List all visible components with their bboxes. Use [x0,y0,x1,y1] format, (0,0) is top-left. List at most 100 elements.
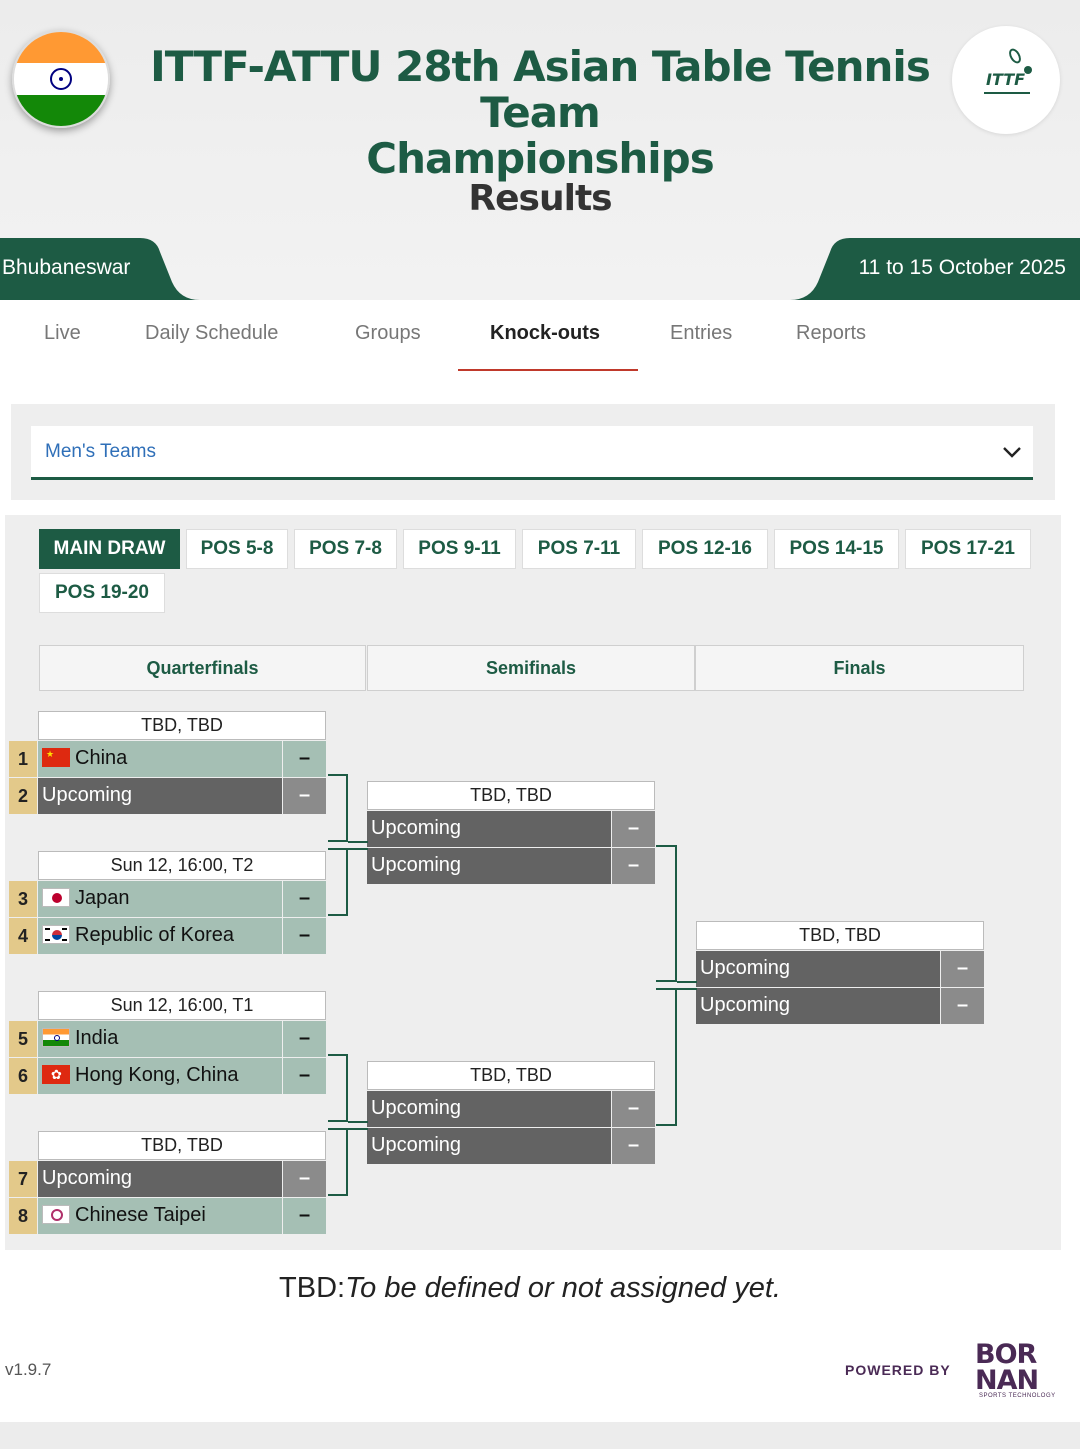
chinese-taipei-flag-icon [42,1205,70,1224]
qf-match-3[interactable]: Sun 12, 16:00, T1 5 India – 6 ✿ Hong Kong… [9,991,326,1094]
bracket-connector [328,1128,348,1196]
main-nav: Live Daily Schedule Groups Knock-outs En… [0,300,1080,380]
draw-tab-pos-12-16[interactable]: POS 12-16 [642,529,768,569]
team-row[interactable]: 2 Upcoming – [9,778,326,814]
match-header: TBD, TBD [367,1061,655,1090]
title-line-2: Championships [366,134,714,183]
team-name: Upcoming [38,1161,282,1197]
tab-groups[interactable]: Groups [355,322,421,344]
active-tab-underline [458,369,638,371]
seed-number: 7 [9,1161,37,1197]
score: – [283,881,326,917]
bracket-connector [677,981,697,983]
final-match[interactable]: TBD, TBD Upcoming – Upcoming – [696,921,984,1024]
seed-number: 8 [9,1198,37,1234]
tab-live[interactable]: Live [44,322,81,344]
team-row[interactable]: 4 Republic of Korea – [9,918,326,954]
paddle-icon [1006,46,1024,66]
tab-knock-outs[interactable]: Knock-outs [490,322,600,344]
team-row[interactable]: Upcoming – [696,951,984,987]
india-flag-icon [12,30,110,128]
seed-number: 2 [9,778,37,814]
draw-tab-pos-14-15[interactable]: POS 14-15 [774,529,899,569]
draw-tab-pos-7-8[interactable]: POS 7-8 [294,529,397,569]
team-name: Upcoming [696,988,940,1024]
score: – [941,988,984,1024]
team-name: India [75,1027,119,1049]
score: – [283,778,326,814]
match-header: TBD, TBD [38,711,326,740]
team-row[interactable]: 1 ★China – [9,741,326,777]
team-row[interactable]: Upcoming – [367,1128,655,1164]
bracket-connector [328,774,348,842]
team-row[interactable]: 5 India – [9,1021,326,1057]
team-row[interactable]: Upcoming – [367,1091,655,1127]
team-row[interactable]: 7 Upcoming – [9,1161,326,1197]
draw-tab-main-draw[interactable]: MAIN DRAW [39,529,180,569]
seed-number: 1 [9,741,37,777]
score: – [283,1058,326,1094]
tab-entries[interactable]: Entries [670,322,733,344]
score: – [283,1021,326,1057]
team-row[interactable]: Upcoming – [696,988,984,1024]
sf-match-1[interactable]: TBD, TBD Upcoming – Upcoming – [367,781,655,884]
qf-match-4[interactable]: TBD, TBD 7 Upcoming – 8 Chinese Taipei – [9,1131,326,1234]
team-row[interactable]: 6 ✿ Hong Kong, China – [9,1058,326,1094]
qf-match-2[interactable]: Sun 12, 16:00, T2 3 Japan – 4 Republic o… [9,851,326,954]
qf-match-1[interactable]: TBD, TBD 1 ★China – 2 Upcoming – [9,711,326,814]
japan-flag-icon [42,888,70,907]
event-select[interactable]: Men's Teams [31,426,1033,480]
seed-number: 6 [9,1058,37,1094]
team-name: China [75,747,128,769]
round-header-semifinals: Semifinals [367,645,695,691]
brand-line-2: NAN [975,1365,1039,1396]
ball-icon [1024,66,1032,74]
bracket-connector [328,1054,348,1122]
tab-reports[interactable]: Reports [796,322,867,344]
draw-tab-pos-7-11[interactable]: POS 7-11 [522,529,636,569]
sf-match-2[interactable]: TBD, TBD Upcoming – Upcoming – [367,1061,655,1164]
chevron-down-icon [1003,447,1021,458]
team-name: Upcoming [696,951,940,987]
draw-tab-pos-5-8[interactable]: POS 5-8 [186,529,288,569]
date-label: 11 to 15 October 2025 [858,256,1066,279]
bracket-connector [348,1121,368,1123]
draw-tab-pos-17-21[interactable]: POS 17-21 [905,529,1031,569]
team-name: Upcoming [367,848,611,884]
brand-subtitle: SPORTS TECHNOLOGY [979,1393,1056,1399]
team-name: Hong Kong, China [75,1064,239,1086]
page-title: ITTF-ATTU 28th Asian Table Tennis Team C… [120,44,960,182]
seed-number: 4 [9,918,37,954]
page-header: ITTF-ATTU 28th Asian Table Tennis Team C… [0,0,1080,300]
date-tab: 11 to 15 October 2025 [790,238,1080,300]
team-name: Republic of Korea [75,924,234,946]
score: – [612,1128,655,1164]
venue-label: Bhubaneswar [2,256,131,279]
bracket-connector [656,845,677,982]
bracket-connector [677,988,697,990]
event-select-value: Men's Teams [45,441,156,462]
score: – [283,1161,326,1197]
tbd-legend: TBD:To be defined or not assigned yet. [0,1272,1060,1305]
title-line-1: ITTF-ATTU 28th Asian Table Tennis Team [150,42,931,137]
ittf-logo-text: ITTF [986,70,1026,89]
draw-tab-pos-19-20[interactable]: POS 19-20 [39,573,165,613]
tab-daily-schedule[interactable]: Daily Schedule [145,322,279,344]
korea-flag-icon [42,925,70,944]
team-row[interactable]: 8 Chinese Taipei – [9,1198,326,1234]
bottom-strip [0,1422,1080,1449]
round-header-finals: Finals [695,645,1024,691]
score: – [283,741,326,777]
bornan-logo[interactable]: BOR NAN [975,1341,1039,1396]
match-header: Sun 12, 16:00, T1 [38,991,326,1020]
team-row[interactable]: Upcoming – [367,811,655,847]
team-row[interactable]: 3 Japan – [9,881,326,917]
event-select-panel: Men's Teams [11,404,1055,500]
draw-tab-pos-9-11[interactable]: POS 9-11 [403,529,516,569]
team-name: Upcoming [38,778,282,814]
score: – [612,811,655,847]
version-label: v1.9.7 [5,1360,52,1379]
team-row[interactable]: Upcoming – [367,848,655,884]
hong-kong-flag-icon: ✿ [42,1065,70,1084]
match-header: Sun 12, 16:00, T2 [38,851,326,880]
